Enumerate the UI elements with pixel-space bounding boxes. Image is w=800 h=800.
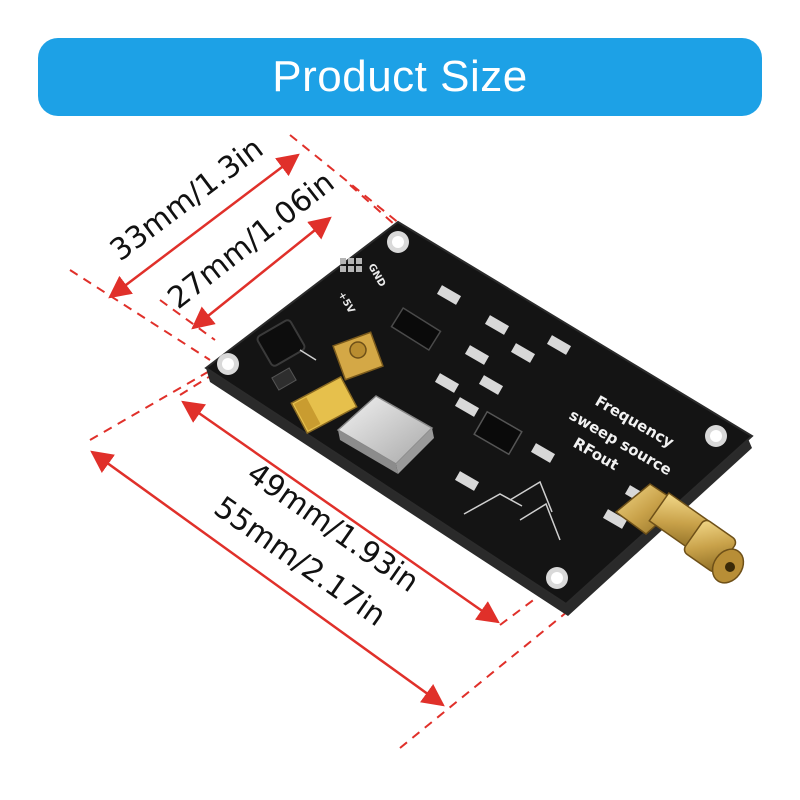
inductor <box>256 319 306 367</box>
length-outer-arrow <box>90 450 445 707</box>
sma-connector <box>614 483 745 584</box>
width-inner-arrow <box>191 216 332 330</box>
tantalum-capacitor <box>290 375 358 435</box>
vco-shield-can <box>336 395 434 474</box>
silkscreen-traces <box>299 349 561 541</box>
mounting-holes <box>217 231 727 589</box>
header-banner: Product Size <box>38 38 762 116</box>
smd-capacitor <box>271 367 297 391</box>
pcb-board: GND +5V <box>204 220 754 616</box>
pin-header-pads <box>340 258 362 272</box>
page-title: Product Size <box>272 52 528 101</box>
dimension-arrows <box>90 153 500 707</box>
voltage-regulator <box>473 410 523 456</box>
ic-chip <box>390 306 442 352</box>
trimmer-potentiometer <box>332 331 384 381</box>
